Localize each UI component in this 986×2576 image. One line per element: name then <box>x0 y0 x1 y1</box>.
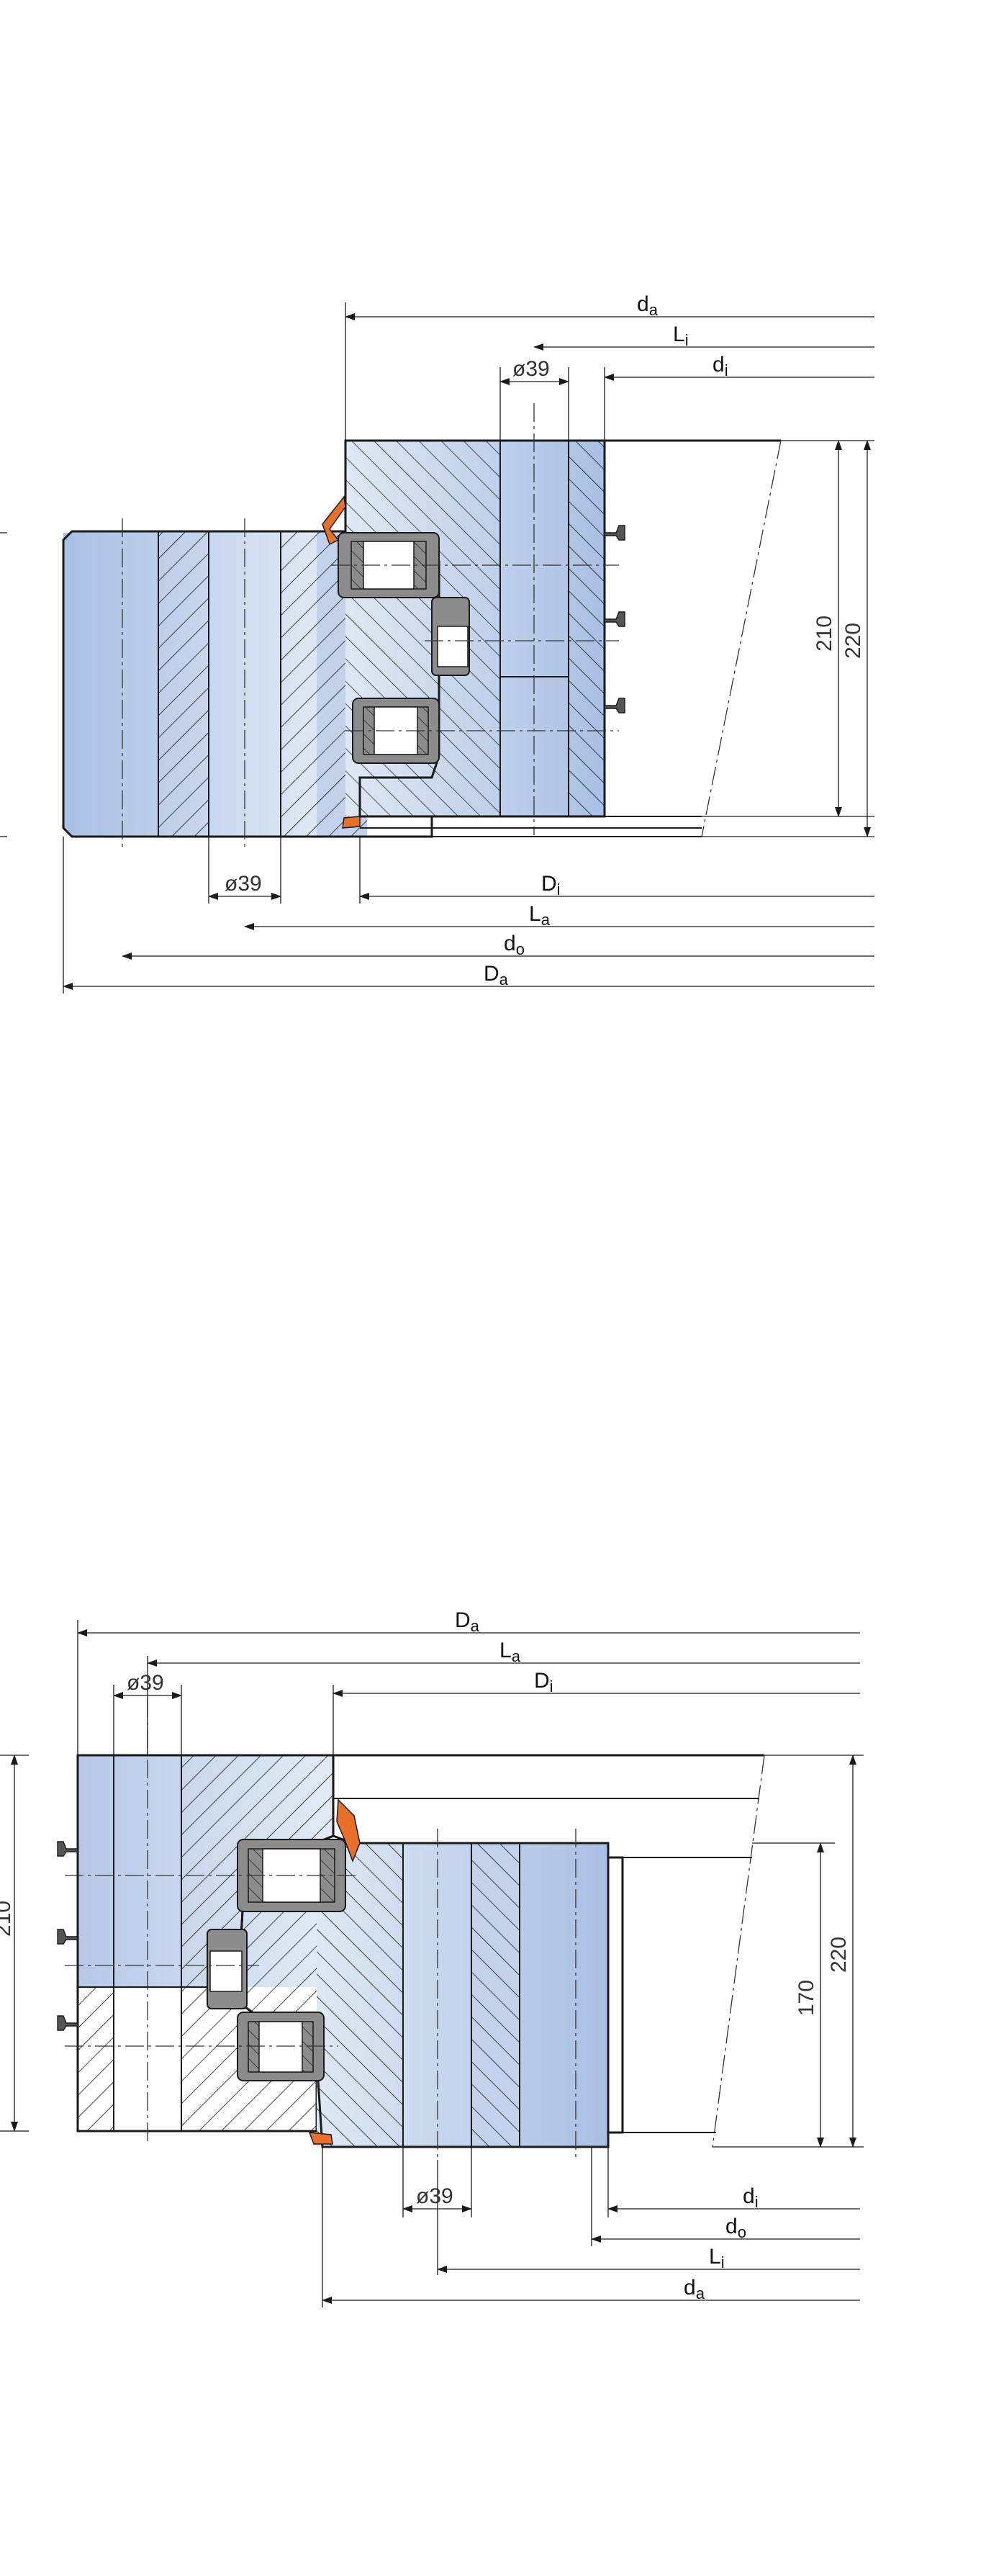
seals <box>322 495 361 829</box>
label-li: Li <box>673 323 689 349</box>
top-view: da Li di ø39 ø39 Di La do Da 210 220 <box>0 292 874 994</box>
top-dimension-labels: da Li di ø39 ø39 Di La do Da 210 220 <box>225 292 865 988</box>
lubrication-nipples <box>604 525 625 713</box>
label-La: La <box>529 902 551 929</box>
label-Li-bottom: Li <box>709 2245 725 2271</box>
height-210-bottom: 210 <box>0 1901 15 1937</box>
bottom-dimension-lines <box>0 1620 864 2307</box>
rolling-elements-bottom <box>65 1839 360 2081</box>
label-Di: Di <box>541 872 561 899</box>
hole-diameter-top-bottom: ø39 <box>127 1671 164 1695</box>
label-Da: Da <box>484 962 509 988</box>
hole-diameter-top: ø39 <box>512 357 550 381</box>
label-Da-bottom: Da <box>455 1608 480 1635</box>
height-170-bottom: 170 <box>795 1980 818 2016</box>
label-La-bottom: La <box>499 1639 521 1665</box>
height-220: 220 <box>841 623 865 659</box>
inner-ring-bottom <box>236 1829 752 2160</box>
top-dimension-lines <box>0 302 874 994</box>
label-do: do <box>504 932 525 958</box>
label-do-bottom: do <box>725 2215 746 2241</box>
rolling-elements <box>331 532 619 764</box>
hole-diameter-bottom: ø39 <box>225 872 262 896</box>
height-220-bottom: 220 <box>827 1937 851 1973</box>
lubrication-nipples-bottom <box>57 1841 78 2031</box>
seals-bottom <box>308 1798 361 2145</box>
label-di-bottom: di <box>743 2184 759 2211</box>
label-da-bottom: da <box>684 2276 705 2302</box>
label-da: da <box>637 292 659 319</box>
label-di: di <box>713 353 728 379</box>
label-Di-bottom: Di <box>534 1669 553 1695</box>
inner-ring <box>344 403 782 837</box>
bottom-dimension-labels: Da La Di ø39 ø39 di do Li da 210 170 220 <box>0 1608 851 2302</box>
hole-diameter-bottom-bottom: ø39 <box>416 2184 453 2208</box>
height-210: 210 <box>813 616 836 652</box>
bottom-view: Da La Di ø39 ø39 di do Li da 210 170 220 <box>0 1608 864 2307</box>
